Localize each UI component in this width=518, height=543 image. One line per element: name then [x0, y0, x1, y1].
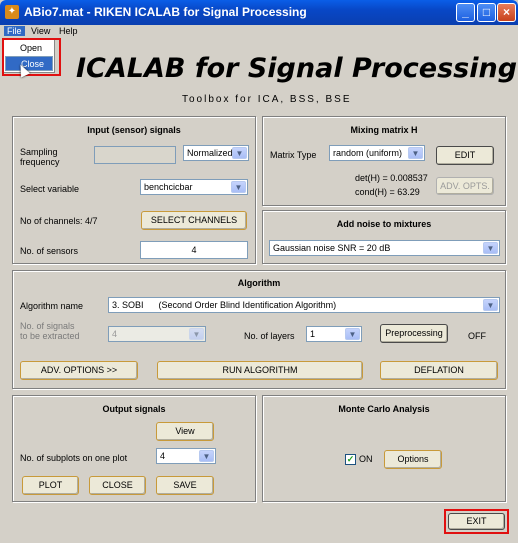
- subplots-value: 4: [160, 451, 166, 461]
- mixing-matrix-panel: Mixing matrix H Matrix Type random (unif…: [262, 116, 506, 206]
- add-noise-panel: Add noise to mixtures Gaussian noise SNR…: [262, 210, 506, 264]
- adv-opts-button: ADV. OPTS.: [436, 177, 494, 195]
- matrix-type-select[interactable]: random (uniform) ▼: [329, 145, 425, 161]
- noise-select[interactable]: Gaussian noise SNR = 20 dB ▼: [269, 240, 500, 256]
- mixing-panel-title: Mixing matrix H: [350, 125, 418, 135]
- cond-value: cond(H) = 63.29: [355, 187, 420, 197]
- normalized-value: Normalized: [187, 148, 233, 158]
- signals-extracted-value: 4: [112, 329, 118, 339]
- monte-carlo-on-label: ON: [359, 454, 373, 464]
- channels-count-label: No of channels: 4/7: [20, 216, 98, 226]
- page-subtitle: Toolbox for ICA, BSS, BSE: [182, 94, 352, 105]
- close-output-button[interactable]: CLOSE: [89, 476, 146, 495]
- chevron-down-icon[interactable]: ▼: [345, 328, 360, 340]
- exit-button[interactable]: EXIT: [448, 513, 505, 530]
- sensors-label: No. of sensors: [20, 246, 79, 256]
- chevron-down-icon[interactable]: ▼: [483, 299, 498, 311]
- algorithm-panel: Algorithm Algorithm name 3. SOBI (Second…: [12, 270, 506, 389]
- menu-help[interactable]: Help: [59, 26, 78, 36]
- adv-options-button[interactable]: ADV. OPTIONS >>: [20, 361, 138, 380]
- output-signals-panel: Output signals View No. of subplots on o…: [12, 395, 256, 502]
- select-channels-button[interactable]: SELECT CHANNELS: [141, 211, 247, 230]
- input-panel-title: Input (sensor) signals: [87, 125, 181, 135]
- chevron-down-icon: ▼: [189, 328, 204, 340]
- det-value: det(H) = 0.008537: [355, 173, 428, 183]
- chevron-down-icon[interactable]: ▼: [408, 147, 423, 159]
- layers-value: 1: [310, 329, 316, 339]
- view-button[interactable]: View: [156, 422, 214, 441]
- subplots-label: No. of subplots on one plot: [20, 453, 128, 463]
- plot-button[interactable]: PLOT: [22, 476, 79, 495]
- variable-select[interactable]: benchcicbar ▼: [140, 179, 248, 195]
- minimize-icon[interactable]: _: [456, 3, 475, 22]
- save-button[interactable]: SAVE: [156, 476, 214, 495]
- preprocessing-status: OFF: [468, 331, 486, 341]
- page-title: ICALAB for Signal Processing: [76, 53, 518, 84]
- algorithm-select[interactable]: 3. SOBI (Second Order Blind Identificati…: [108, 297, 500, 313]
- algorithm-value: 3. SOBI (Second Order Blind Identificati…: [112, 300, 337, 310]
- layers-label: No. of layers: [244, 331, 295, 341]
- client-area: ICALAB for Signal Processing Toolbox for…: [4, 39, 518, 539]
- menu-item-open[interactable]: Open: [20, 43, 43, 53]
- noise-panel-title: Add noise to mixtures: [336, 219, 432, 229]
- select-variable-label: Select variable: [20, 184, 80, 194]
- normalized-select[interactable]: Normalized ▼: [183, 145, 249, 161]
- window-title: ABio7.mat - RIKEN ICALAB for Signal Proc…: [24, 5, 307, 19]
- matrix-type-value: random (uniform): [333, 148, 403, 158]
- run-algorithm-button[interactable]: RUN ALGORITHM: [157, 361, 363, 380]
- menu-view[interactable]: View: [31, 26, 51, 36]
- subplots-select[interactable]: 4 ▼: [156, 448, 216, 464]
- chevron-down-icon[interactable]: ▼: [231, 181, 246, 193]
- monte-carlo-on-checkbox[interactable]: ✓: [345, 454, 356, 465]
- app-icon: ✦: [5, 5, 19, 19]
- output-panel-title: Output signals: [102, 404, 166, 414]
- deflation-button[interactable]: DEFLATION: [380, 361, 498, 380]
- menu-bar: File View Help: [4, 25, 514, 39]
- maximize-icon[interactable]: □: [477, 3, 496, 22]
- algorithm-name-label: Algorithm name: [20, 301, 84, 311]
- monte-carlo-panel: Monte Carlo Analysis ✓ ON Options: [262, 395, 506, 502]
- chevron-down-icon[interactable]: ▼: [232, 147, 247, 159]
- algorithm-panel-title: Algorithm: [237, 278, 281, 288]
- variable-value: benchcicbar: [144, 182, 193, 192]
- sensors-field[interactable]: 4: [140, 241, 248, 259]
- noise-value: Gaussian noise SNR = 20 dB: [273, 243, 391, 253]
- layers-select[interactable]: 1 ▼: [306, 326, 362, 342]
- preprocessing-button[interactable]: Preprocessing: [380, 324, 448, 343]
- monte-carlo-panel-title: Monte Carlo Analysis: [338, 404, 430, 414]
- signals-extracted-select: 4 ▼: [108, 326, 206, 342]
- monte-carlo-options-button[interactable]: Options: [384, 450, 442, 469]
- file-menu-highlight-box: [2, 38, 61, 76]
- menu-file[interactable]: File: [4, 26, 25, 36]
- edit-matrix-button[interactable]: EDIT: [436, 146, 494, 165]
- menu-item-close[interactable]: Close: [5, 56, 53, 71]
- chevron-down-icon[interactable]: ▼: [483, 242, 498, 254]
- chevron-down-icon[interactable]: ▼: [199, 450, 214, 462]
- title-bar[interactable]: ✦ ABio7.mat - RIKEN ICALAB for Signal Pr…: [0, 0, 518, 25]
- matrix-type-label: Matrix Type: [270, 150, 317, 160]
- sampling-frequency-field: [94, 146, 176, 164]
- exit-highlight-box: [444, 509, 509, 534]
- close-icon[interactable]: ×: [497, 3, 516, 22]
